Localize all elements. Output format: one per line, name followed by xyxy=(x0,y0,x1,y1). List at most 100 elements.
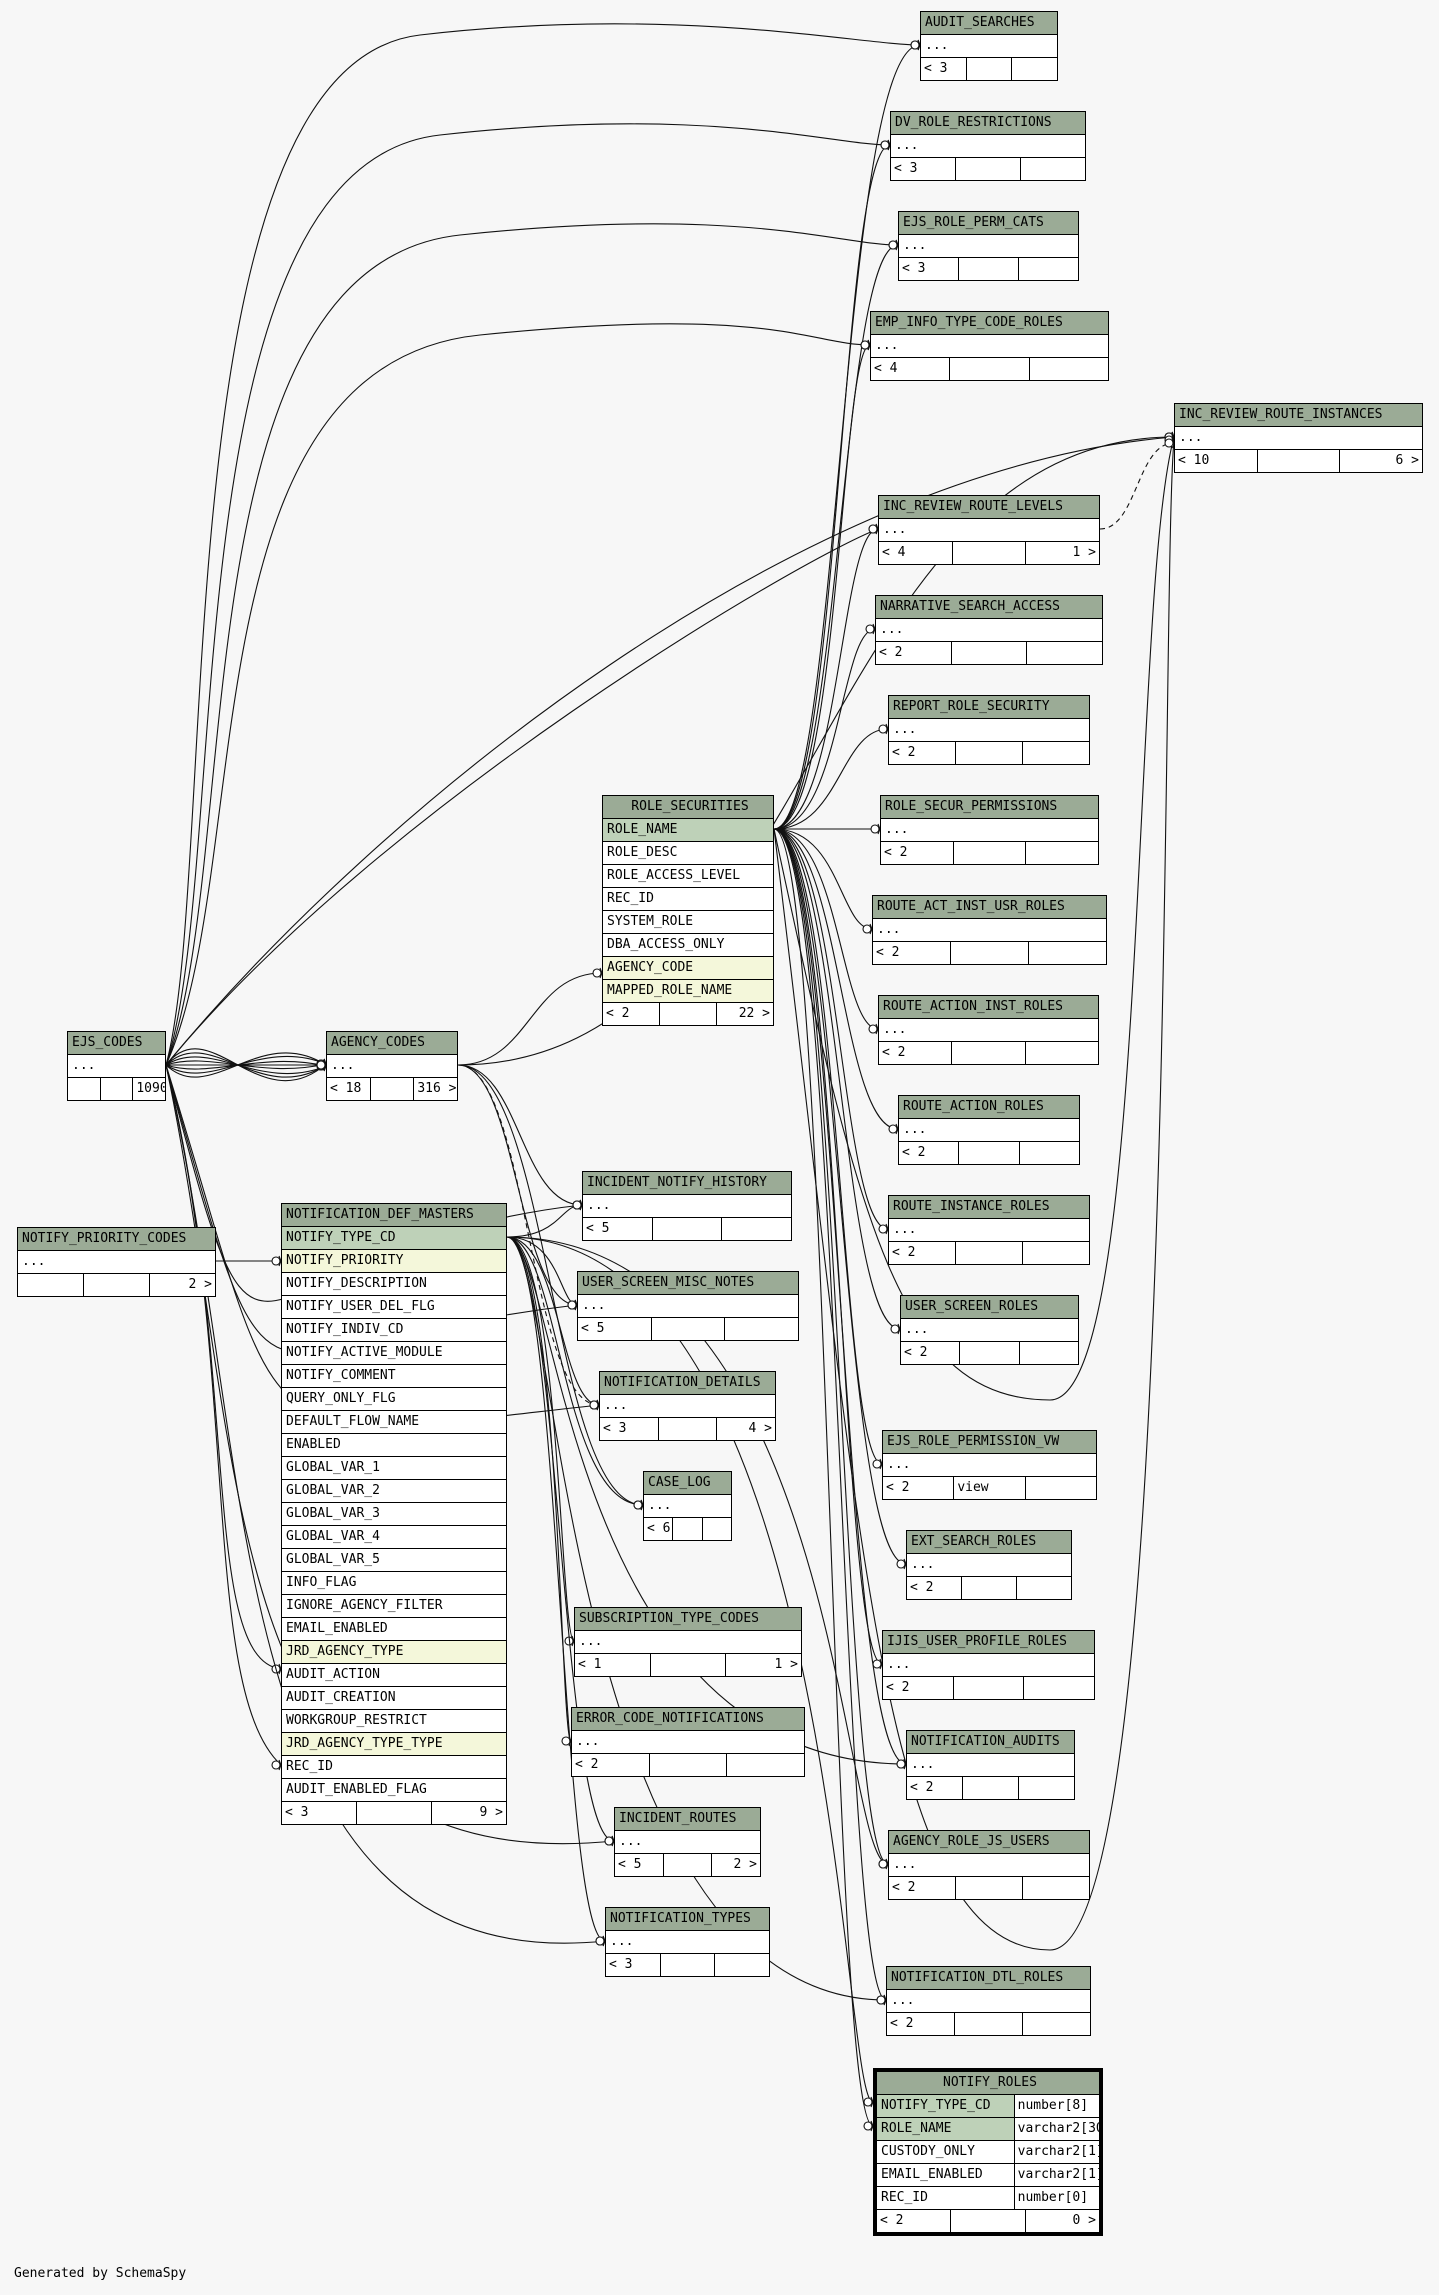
table-title[interactable]: INCIDENT_ROUTES xyxy=(615,1808,760,1831)
table-title[interactable]: USER_SCREEN_ROLES xyxy=(901,1296,1078,1319)
column-global-var-2[interactable]: GLOBAL_VAR_2 xyxy=(282,1480,506,1503)
table-route-action-inst-roles[interactable]: ROUTE_ACTION_INST_ROLES...< 2 xyxy=(878,995,1099,1065)
collapsed-columns[interactable]: ... xyxy=(876,619,1102,642)
column-global-var-5[interactable]: GLOBAL_VAR_5 xyxy=(282,1549,506,1572)
table-user-screen-roles[interactable]: USER_SCREEN_ROLES...< 2 xyxy=(900,1295,1079,1365)
table-title[interactable]: AGENCY_ROLE_JS_USERS xyxy=(889,1831,1089,1854)
table-title[interactable]: ROUTE_INSTANCE_ROLES xyxy=(889,1196,1089,1219)
table-title[interactable]: IJIS_USER_PROFILE_ROLES xyxy=(883,1631,1094,1654)
column-role-name[interactable]: ROLE_NAME xyxy=(603,819,773,842)
column-dba-access-only[interactable]: DBA_ACCESS_ONLY xyxy=(603,934,773,957)
table-title[interactable]: ROLE_SECURITIES xyxy=(603,796,773,819)
column-notify-comment[interactable]: NOTIFY_COMMENT xyxy=(282,1365,506,1388)
table-ijis-user-profile-roles[interactable]: IJIS_USER_PROFILE_ROLES...< 2 xyxy=(882,1630,1095,1700)
table-title[interactable]: ROUTE_ACTION_ROLES xyxy=(899,1096,1079,1119)
table-ejs-role-perm-cats[interactable]: EJS_ROLE_PERM_CATS...< 3 xyxy=(898,211,1079,281)
collapsed-columns[interactable]: ... xyxy=(883,1654,1094,1677)
table-title[interactable]: EMP_INFO_TYPE_CODE_ROLES xyxy=(871,312,1108,335)
table-role-secur-permissions[interactable]: ROLE_SECUR_PERMISSIONS...< 2 xyxy=(880,795,1099,865)
table-ejs-codes[interactable]: EJS_CODES...1090 > xyxy=(67,1031,166,1101)
column-workgroup-restrict[interactable]: WORKGROUP_RESTRICT xyxy=(282,1710,506,1733)
table-title[interactable]: ROUTE_ACTION_INST_ROLES xyxy=(879,996,1098,1019)
collapsed-columns[interactable]: ... xyxy=(578,1295,798,1318)
table-title[interactable]: EJS_CODES xyxy=(68,1032,165,1055)
column-role-access-level[interactable]: ROLE_ACCESS_LEVEL xyxy=(603,865,773,888)
collapsed-columns[interactable]: ... xyxy=(883,1454,1096,1477)
collapsed-columns[interactable]: ... xyxy=(889,1854,1089,1877)
table-title[interactable]: EXT_SEARCH_ROLES xyxy=(907,1531,1071,1554)
table-title[interactable]: INC_REVIEW_ROUTE_INSTANCES xyxy=(1175,404,1422,427)
collapsed-columns[interactable]: ... xyxy=(889,719,1089,742)
collapsed-columns[interactable]: ... xyxy=(899,235,1078,258)
collapsed-columns[interactable]: ... xyxy=(901,1319,1078,1342)
table-title[interactable]: ROUTE_ACT_INST_USR_ROLES xyxy=(873,896,1106,919)
column-notify-description[interactable]: NOTIFY_DESCRIPTION xyxy=(282,1273,506,1296)
column-ignore-agency-filter[interactable]: IGNORE_AGENCY_FILTER xyxy=(282,1595,506,1618)
collapsed-columns[interactable]: ... xyxy=(879,1019,1098,1042)
table-title[interactable]: NOTIFICATION_DETAILS xyxy=(600,1372,775,1395)
table-report-role-security[interactable]: REPORT_ROLE_SECURITY...< 2 xyxy=(888,695,1090,765)
table-title[interactable]: REPORT_ROLE_SECURITY xyxy=(889,696,1089,719)
table-title[interactable]: ERROR_CODE_NOTIFICATIONS xyxy=(572,1708,804,1731)
collapsed-columns[interactable]: ... xyxy=(600,1395,775,1418)
column-role-desc[interactable]: ROLE_DESC xyxy=(603,842,773,865)
collapsed-columns[interactable]: ... xyxy=(889,1219,1089,1242)
collapsed-columns[interactable]: ... xyxy=(615,1831,760,1854)
collapsed-columns[interactable]: ... xyxy=(327,1055,457,1078)
table-emp-info-type-code-roles[interactable]: EMP_INFO_TYPE_CODE_ROLES...< 4 xyxy=(870,311,1109,381)
column-notify-active-module[interactable]: NOTIFY_ACTIVE_MODULE xyxy=(282,1342,506,1365)
column-mapped-role-name[interactable]: MAPPED_ROLE_NAME xyxy=(603,980,773,1003)
column-audit-creation[interactable]: AUDIT_CREATION xyxy=(282,1687,506,1710)
collapsed-columns[interactable]: ... xyxy=(887,1990,1090,2013)
table-route-act-inst-usr-roles[interactable]: ROUTE_ACT_INST_USR_ROLES...< 2 xyxy=(872,895,1107,965)
column-agency-code[interactable]: AGENCY_CODE xyxy=(603,957,773,980)
table-title[interactable]: AUDIT_SEARCHES xyxy=(921,12,1057,35)
collapsed-columns[interactable]: ... xyxy=(606,1931,769,1954)
column-rec-id[interactable]: REC_ID xyxy=(603,888,773,911)
column-global-var-1[interactable]: GLOBAL_VAR_1 xyxy=(282,1457,506,1480)
table-title[interactable]: NOTIFICATION_TYPES xyxy=(606,1908,769,1931)
table-narrative-search-access[interactable]: NARRATIVE_SEARCH_ACCESS...< 2 xyxy=(875,595,1103,665)
table-title[interactable]: DV_ROLE_RESTRICTIONS xyxy=(891,112,1085,135)
collapsed-columns[interactable]: ... xyxy=(18,1251,215,1274)
column-audit-action[interactable]: AUDIT_ACTION xyxy=(282,1664,506,1687)
collapsed-columns[interactable]: ... xyxy=(921,35,1057,58)
column-email-enabled[interactable]: EMAIL_ENABLED xyxy=(282,1618,506,1641)
column-query-only-flg[interactable]: QUERY_ONLY_FLG xyxy=(282,1388,506,1411)
table-title[interactable]: NARRATIVE_SEARCH_ACCESS xyxy=(876,596,1102,619)
table-title[interactable]: EJS_ROLE_PERM_CATS xyxy=(899,212,1078,235)
table-title[interactable]: NOTIFY_ROLES xyxy=(877,2072,1099,2095)
table-notification-audits[interactable]: NOTIFICATION_AUDITS...< 2 xyxy=(906,1730,1075,1800)
table-route-action-roles[interactable]: ROUTE_ACTION_ROLES...< 2 xyxy=(898,1095,1080,1165)
collapsed-columns[interactable]: ... xyxy=(583,1195,791,1218)
table-error-code-notifications[interactable]: ERROR_CODE_NOTIFICATIONS...< 2 xyxy=(571,1707,805,1777)
collapsed-columns[interactable]: ... xyxy=(879,519,1099,542)
column-jrd-agency-type-type[interactable]: JRD_AGENCY_TYPE_TYPE xyxy=(282,1733,506,1756)
collapsed-columns[interactable]: ... xyxy=(891,135,1085,158)
table-title[interactable]: CASE_LOG xyxy=(644,1472,731,1495)
table-title[interactable]: NOTIFICATION_AUDITS xyxy=(907,1731,1074,1754)
column-rec-id[interactable]: REC_ID xyxy=(282,1756,506,1779)
column-global-var-3[interactable]: GLOBAL_VAR_3 xyxy=(282,1503,506,1526)
collapsed-columns[interactable]: ... xyxy=(907,1754,1074,1777)
collapsed-columns[interactable]: ... xyxy=(1175,427,1422,450)
collapsed-columns[interactable]: ... xyxy=(644,1495,731,1518)
table-title[interactable]: INCIDENT_NOTIFY_HISTORY xyxy=(583,1172,791,1195)
table-incident-notify-history[interactable]: INCIDENT_NOTIFY_HISTORY...< 5 xyxy=(582,1171,792,1241)
table-ext-search-roles[interactable]: EXT_SEARCH_ROLES...< 2 xyxy=(906,1530,1072,1600)
table-dv-role-restrictions[interactable]: DV_ROLE_RESTRICTIONS...< 3 xyxy=(890,111,1086,181)
column-audit-enabled-flag[interactable]: AUDIT_ENABLED_FLAG xyxy=(282,1779,506,1802)
collapsed-columns[interactable]: ... xyxy=(68,1055,165,1078)
collapsed-columns[interactable]: ... xyxy=(572,1731,804,1754)
table-notification-types[interactable]: NOTIFICATION_TYPES...< 3 xyxy=(605,1907,770,1977)
